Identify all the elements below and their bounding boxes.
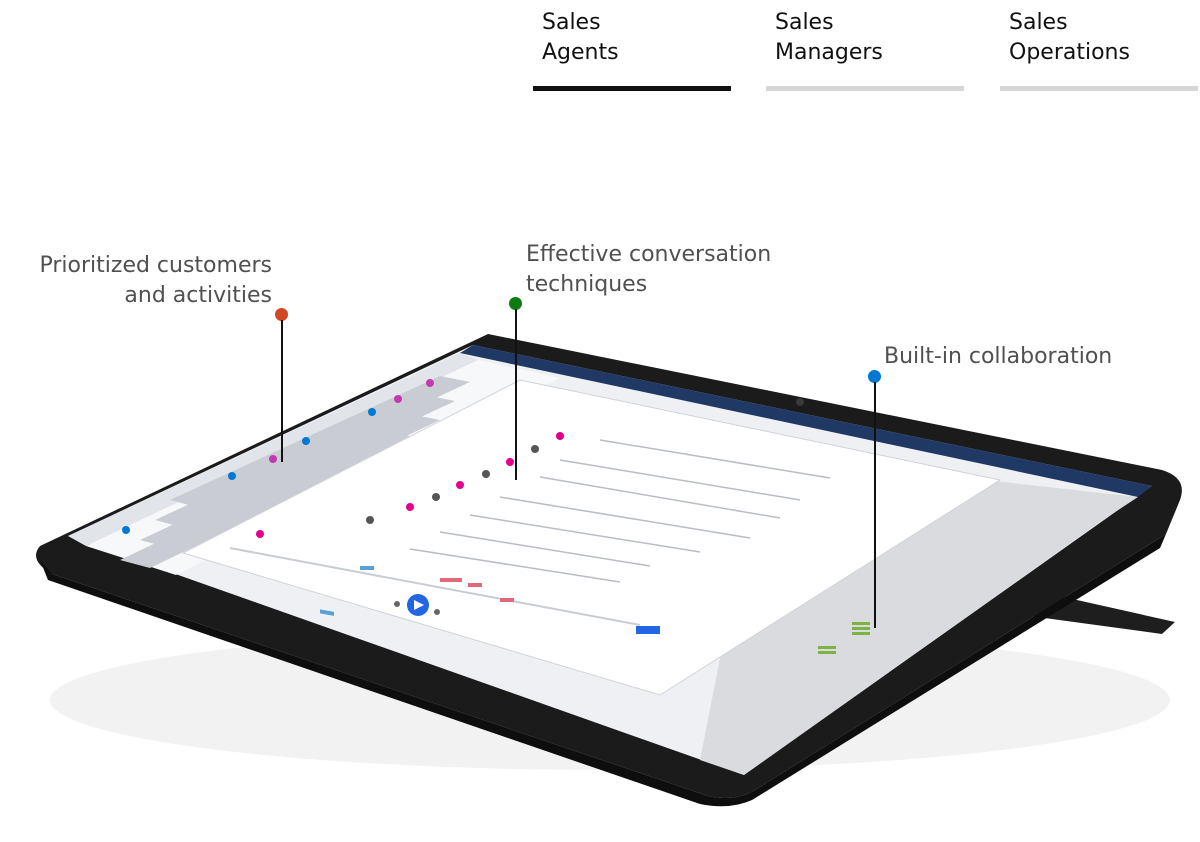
app-header-bar — [460, 345, 1152, 497]
activity-list-items — [120, 376, 470, 568]
callout-prioritized-text: Prioritized customers and activities — [39, 253, 273, 308]
forward-illustration — [434, 609, 440, 615]
tab-sales-operations-indicator — [1000, 86, 1198, 91]
callout-prioritized-line — [281, 320, 283, 462]
call-summary-card — [181, 379, 1002, 696]
tab-sales-managers-indicator — [766, 86, 964, 91]
tab-sales-managers[interactable]: Sales Managers — [766, 8, 964, 91]
collaboration-icons — [818, 622, 870, 654]
speaker-avatars — [256, 432, 564, 538]
camera — [796, 398, 804, 406]
activity-avatars — [122, 379, 434, 534]
callout-conversation-text: Effective conversation techniques — [526, 242, 772, 297]
callout-conversation-dot — [509, 297, 522, 310]
callout-collaboration-dot — [868, 370, 881, 383]
callout-prioritized-dot — [275, 308, 288, 321]
callout-collaboration-line — [874, 382, 876, 628]
rewind-illustration — [394, 601, 400, 607]
callout-conversation-line — [515, 309, 517, 480]
callout-collaboration-text: Built-in collaboration — [884, 344, 1113, 369]
call-timeline — [229, 547, 660, 634]
tab-sales-agents[interactable]: Sales Agents — [533, 8, 731, 91]
tab-sales-managers-label: Sales Managers — [775, 10, 883, 65]
app-sitemap — [68, 353, 478, 546]
tab-sales-operations-label: Sales Operations — [1009, 10, 1130, 65]
play-glyph — [414, 600, 424, 610]
tab-sales-agents-label: Sales Agents — [542, 10, 619, 65]
tab-sales-operations[interactable]: Sales Operations — [1000, 8, 1198, 91]
tab-sales-agents-indicator — [533, 86, 731, 91]
transcript-lines — [409, 439, 831, 583]
